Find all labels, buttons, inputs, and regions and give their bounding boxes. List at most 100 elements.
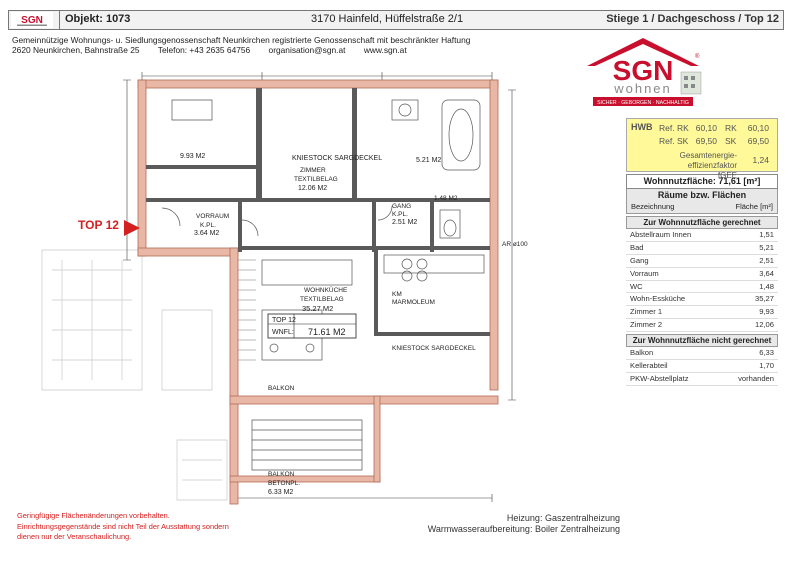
note-line-2: Einrichtungsgegenstände sind nicht Teil … <box>17 521 229 531</box>
sgn-small-logo: SGN <box>11 12 53 28</box>
company-phone: Telefon: +43 2635 64756 <box>157 45 251 55</box>
label-balkon-area: 6.33 M2 <box>268 489 293 496</box>
sk-value: 69,50 <box>747 136 769 146</box>
label-kniestock-lower: KNIESTOCK SARGDECKEL <box>392 345 476 352</box>
list-item: Zimmer 2 12,06 <box>626 319 778 333</box>
gee-value: 1,24 <box>752 155 769 165</box>
heating-line-1: Heizung: Gaszentralheizung <box>506 513 620 523</box>
ref-sk-label: Ref. SK <box>659 136 689 146</box>
room-area: 6,33 <box>759 348 774 358</box>
label-km: KM <box>392 291 402 298</box>
faint-neighbor-plan <box>41 249 228 501</box>
ref-sk-value: 69,50 <box>695 136 717 146</box>
label-km-floor: MARMOLEUM <box>392 299 435 306</box>
inner-walls <box>146 88 490 336</box>
room-name: Zimmer 1 <box>630 307 663 317</box>
label-vorraum-area: 3.64 M2 <box>194 230 219 237</box>
company-info: Gemeinnützige Wohnungs- u. Siedlungsgeno… <box>12 35 470 55</box>
top12-marker: TOP 12 <box>78 218 119 232</box>
label-bad-area: 5.21 M2 <box>416 157 441 164</box>
logo-text: SGN <box>613 55 674 86</box>
list-item: Kellerabteil 1,70 <box>626 360 778 373</box>
list-item: WC 1,48 <box>626 281 778 294</box>
label-balkon-floor: BETONPL. <box>268 480 300 487</box>
top12-box-wnfl-value: 71.61 M2 <box>308 327 346 337</box>
heating-line-2: Warmwasseraufbereitung: Boiler Zentralhe… <box>427 524 620 534</box>
rooms-included-list: Abstellraum Innen 1,51 Bad 5,21 Gang 2,51 V… <box>626 229 778 333</box>
room-area: 1,70 <box>759 361 774 371</box>
note-line-1: Geringfügige Flächenänderungen vorbehalt… <box>17 511 170 520</box>
room-area: 12,06 <box>754 320 774 330</box>
room-area: 1,51 <box>759 230 774 239</box>
entrance-arrow-icon <box>124 220 140 236</box>
label-zimmer2-area: 12.06 M2 <box>298 185 327 192</box>
label-wohnkueche: WOHNKÜCHE <box>304 286 348 294</box>
stairs <box>238 259 256 361</box>
room-name: Gang <box>630 255 649 265</box>
label-vorraum-floor: K.PL. <box>200 222 216 229</box>
company-name: Gemeinnützige Wohnungs- u. Siedlungsgeno… <box>12 35 471 45</box>
col-area: Fläche [m²] <box>735 202 773 211</box>
logo-slogan: SICHER · GEBORGEN · NACHHALTIG <box>597 100 689 106</box>
floor-plan: KNIESTOCK SARGDECKEL ZIMMER TEXTILBELAG … <box>41 72 528 505</box>
col-name: Bezeichnung <box>631 202 675 211</box>
top12-box-label: TOP 12 <box>272 317 296 324</box>
rk-label: RK <box>725 123 737 133</box>
room-area: 1,48 <box>759 281 774 291</box>
room-area: 2,51 <box>759 255 774 265</box>
sk-label: SK <box>725 136 737 146</box>
object-address: 3170 Hainfeld, Hüffelstraße 2/1 <box>311 13 464 25</box>
disclaimer-notes: Geringfügige Flächenänderungen vorbehalt… <box>17 511 229 543</box>
company-address: 2620 Neunkirchen, Bahnstraße 25 <box>12 45 140 55</box>
list-item: Abstellraum Innen 1,51 <box>626 229 778 242</box>
header-bar: SGN Objekt: 1073 3170 Hainfeld, Hüffelst… <box>8 10 784 30</box>
room-name: Vorraum <box>630 268 659 278</box>
room-name: WC <box>630 281 643 291</box>
label-zimmer2: ZIMMER <box>300 167 326 174</box>
rooms-columns: Bezeichnung Fläche [m²] <box>631 202 773 211</box>
label-wc-area: 1.48 M2 <box>434 195 458 202</box>
company-email: organisation@sgn.at <box>268 45 346 55</box>
label-gang-area: 2.51 M2 <box>392 219 417 226</box>
sgn-logo: SGN ® wohnen SICHER · GEBORGEN · NACHHAL… <box>587 38 702 106</box>
dimension-lines <box>123 72 516 502</box>
header-separator <box>59 11 60 29</box>
room-name: Kellerabteil <box>630 361 668 371</box>
heating-info: Heizung: Gaszentralheizung Warmwasserauf… <box>428 513 620 535</box>
small-logo-text: SGN <box>21 15 43 26</box>
company-web: www.sgn.at <box>363 45 407 55</box>
ref-rk-label: Ref. RK <box>659 123 689 133</box>
logo-sub: wohnen <box>613 81 672 96</box>
room-area: 35,27 <box>754 294 774 304</box>
label-ar: AR ø100 <box>502 241 528 248</box>
label-wohnkueche-floor: TEXTILBELAG <box>300 296 344 303</box>
room-name: Zimmer 2 <box>630 320 663 330</box>
rk-value: 60,10 <box>747 123 769 133</box>
room-area: vorhanden <box>738 373 774 383</box>
label-wohnkueche-area: 35.27 M2 <box>302 304 333 313</box>
list-item: Gang 2,51 <box>626 255 778 268</box>
label-balkon: BALKON <box>268 385 295 392</box>
ref-rk-value: 60,10 <box>695 123 717 133</box>
living-area-total: Wohnnutzfläche: 71,61 [m²] <box>626 174 778 189</box>
label-vorraum: VORRAUM <box>196 213 229 220</box>
room-name: Abstellraum Innen <box>630 230 692 239</box>
room-name: Wohn-Essküche <box>630 294 686 304</box>
label-zimmer2-floor: TEXTILBELAG <box>294 176 338 183</box>
logo-reg: ® <box>695 53 700 60</box>
room-area: 9,93 <box>759 307 774 317</box>
top12-box-wnfl-label: WNFL: <box>272 329 294 336</box>
room-area: 5,21 <box>759 242 774 252</box>
energy-box: HWB Ref. RK 60,10 RK 60,10 Ref. SK 69,50… <box>626 118 778 180</box>
gee-label-1: Gesamtenergie- <box>679 151 737 160</box>
top12-box: TOP 12 WNFL: 71.61 M2 <box>267 313 357 339</box>
list-item: Balkon 6,33 <box>626 347 778 361</box>
label-zimmer1-area: 9.93 M2 <box>180 153 205 160</box>
room-name: Balkon <box>630 348 654 358</box>
rooms-title: Räume bzw. Flächen <box>657 190 747 200</box>
object-number: Objekt: 1073 <box>65 13 131 25</box>
list-item: Bad 5,21 <box>626 242 778 255</box>
gee-label: Gesamtenergie- effizienzfaktor fGEE <box>671 151 737 181</box>
room-area: 3,64 <box>759 268 774 278</box>
room-name: Bad <box>630 242 644 252</box>
